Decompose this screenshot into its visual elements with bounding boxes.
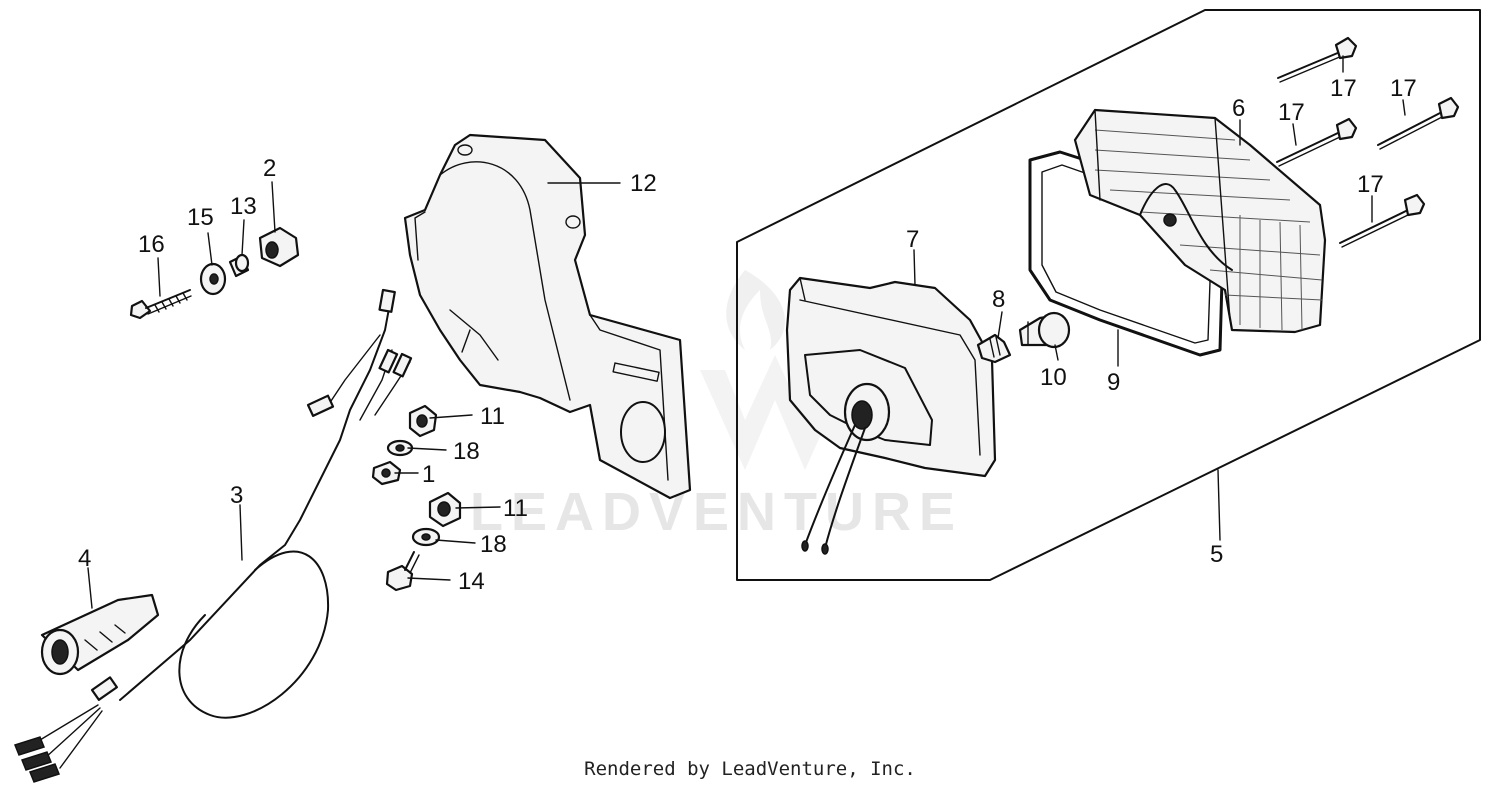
socket-8-icon xyxy=(976,333,1012,364)
callout-5: 5 xyxy=(1210,541,1223,568)
callout-2: 2 xyxy=(263,155,276,182)
lens-6-icon xyxy=(1073,108,1327,334)
callout-18-lower: 18 xyxy=(480,531,507,558)
callout-6: 6 xyxy=(1232,95,1245,122)
callout-7: 7 xyxy=(906,226,919,253)
callout-12: 12 xyxy=(630,170,657,197)
callout-17-middle: 17 xyxy=(1278,99,1305,126)
tube-4-icon xyxy=(40,593,160,676)
callout-9: 9 xyxy=(1107,369,1120,396)
callout-18-upper: 18 xyxy=(453,438,480,465)
callout-3: 3 xyxy=(230,482,243,509)
callout-17-lower: 17 xyxy=(1357,171,1384,198)
lamp-base-7-icon xyxy=(785,276,997,555)
nut-2-icon xyxy=(258,226,300,268)
watermark-text: LEADVENTURE xyxy=(470,482,963,542)
nut-11-lower-icon xyxy=(428,491,462,528)
screw-17-right-icon xyxy=(1377,96,1460,150)
washer-18-upper-icon xyxy=(386,439,414,457)
callout-8: 8 xyxy=(992,286,1005,313)
callout-11-upper: 11 xyxy=(480,403,505,430)
wire-harness-3-icon xyxy=(14,288,413,783)
bracket-12-icon xyxy=(403,133,692,500)
leader-lines xyxy=(87,55,1406,609)
washer-18-lower-icon xyxy=(411,527,441,547)
callout-17-top: 17 xyxy=(1330,75,1357,102)
callout-16: 16 xyxy=(138,231,165,258)
callout-labels: 2 13 15 16 12 3 4 11 18 1 11 18 14 7 8 1… xyxy=(78,75,1417,595)
callout-4: 4 xyxy=(78,545,91,572)
callout-15: 15 xyxy=(187,204,214,231)
nut-11-upper-icon xyxy=(408,404,438,438)
footer-credit: Rendered by LeadVenture, Inc. xyxy=(584,758,916,780)
bulb-10-icon xyxy=(1018,311,1071,349)
bolt-16-icon xyxy=(129,289,192,320)
callout-14: 14 xyxy=(458,568,485,595)
screw-17-lower-icon xyxy=(1339,193,1426,248)
assembly-outline-box xyxy=(736,9,1481,581)
callout-13: 13 xyxy=(230,193,257,220)
callout-10: 10 xyxy=(1040,364,1067,391)
callout-17-right: 17 xyxy=(1390,75,1417,102)
screw-17-top-icon xyxy=(1277,36,1358,83)
callout-1: 1 xyxy=(422,461,435,488)
callout-11-lower: 11 xyxy=(503,495,528,522)
screw-17-middle-icon xyxy=(1276,117,1358,167)
washer-15-icon xyxy=(199,262,227,296)
collar-13-icon xyxy=(228,253,250,278)
bolt-14-icon xyxy=(385,551,420,592)
nut-1-icon xyxy=(371,460,402,486)
